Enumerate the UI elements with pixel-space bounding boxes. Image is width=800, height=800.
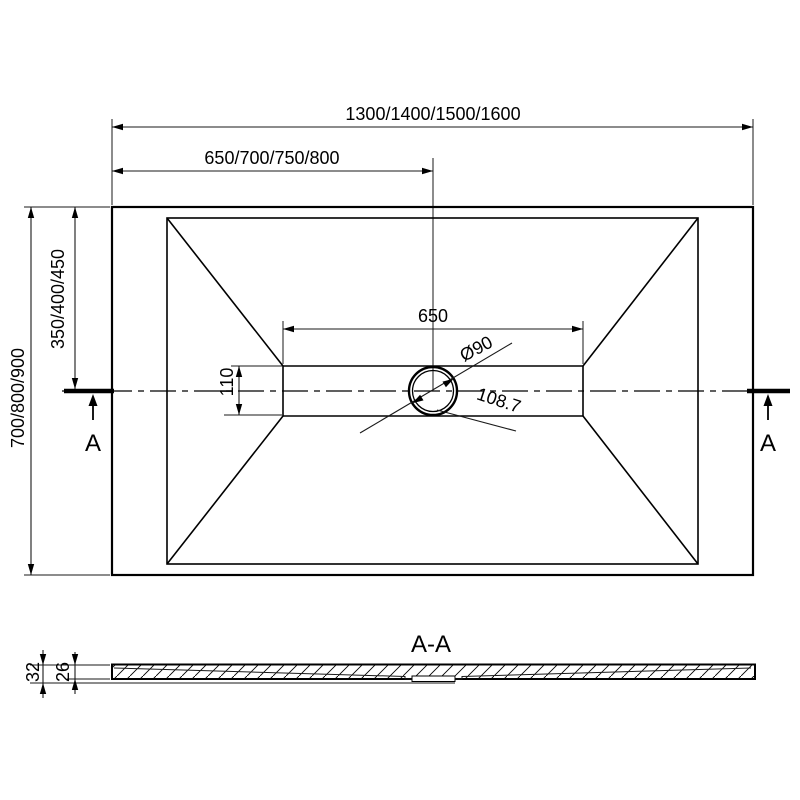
- extension-lines: [24, 119, 754, 576]
- section-view: [111, 663, 756, 682]
- dimension-half-width: [112, 167, 433, 175]
- dimension-half-height: [71, 207, 79, 389]
- dimension-overall-height: [27, 207, 35, 575]
- dimension-channel-width: [283, 325, 583, 333]
- label-half-height: 350/400/450: [48, 249, 68, 349]
- dimension-channel-height: [235, 366, 243, 415]
- label-section-marker-right: A: [760, 430, 776, 457]
- drain-dimension-lines: [359, 342, 517, 434]
- label-overall-width: 1300/1400/1500/1600: [345, 104, 520, 124]
- section-arrow-right: [763, 394, 773, 420]
- dimension-section-total-height: [39, 650, 47, 698]
- label-section-base-height: 26: [53, 662, 73, 682]
- drain-circle-outer: [407, 365, 459, 417]
- label-section-marker-left: A: [85, 430, 101, 457]
- drain-circle-inner: [411, 369, 455, 413]
- label-channel-height: 110: [217, 368, 237, 397]
- label-drain-diagonal: 108.7: [474, 384, 523, 417]
- label-drain-diameter: Ø90: [456, 332, 495, 366]
- dimension-overall-width: [112, 123, 753, 131]
- label-half-width: 650/700/750/800: [204, 148, 339, 168]
- label-overall-height: 700/800/900: [8, 348, 28, 448]
- dimension-section-base-height: [71, 652, 79, 694]
- section-arrow-left: [88, 394, 98, 420]
- label-channel-width: 650: [418, 306, 448, 326]
- section-title: A-A: [411, 631, 451, 658]
- slope-diagonals: [166, 217, 699, 565]
- section-drain-recess: [404, 675, 463, 682]
- label-section-total-height: 32: [23, 662, 43, 682]
